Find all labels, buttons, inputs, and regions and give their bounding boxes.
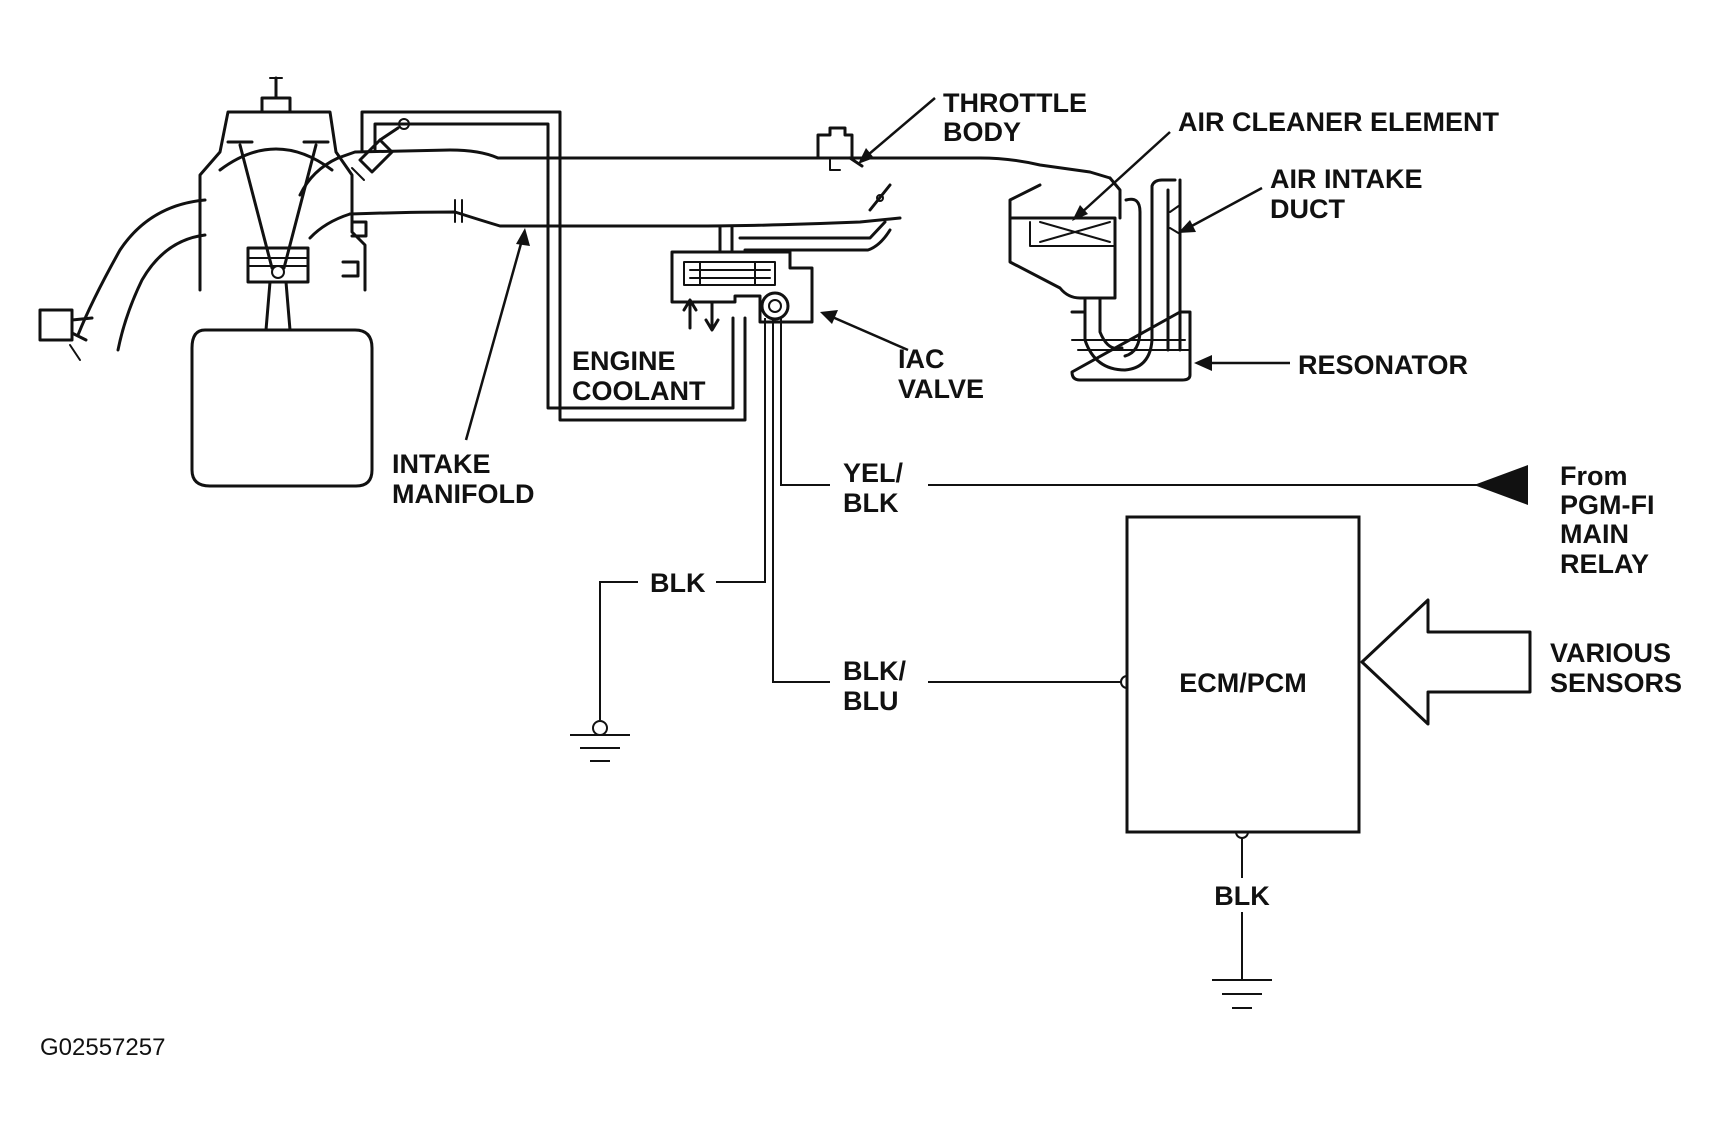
label-iac-valve-2: VALVE <box>898 374 984 404</box>
label-wire-yel-blk-2: BLK <box>843 488 899 518</box>
label-air-intake-duct-2: DUCT <box>1270 194 1345 224</box>
engine-assembly <box>38 76 374 488</box>
label-engine-coolant-1: ENGINE <box>572 346 676 376</box>
air-cleaner-housing <box>1008 176 1192 382</box>
ground-symbol-iac <box>570 720 630 762</box>
label-various-sensors-2: SENSORS <box>1550 668 1682 698</box>
label-iac-valve-1: IAC <box>898 344 945 374</box>
coolant-loop <box>360 110 747 422</box>
label-various-sensors-1: VARIOUS <box>1550 638 1671 668</box>
ecm-pcm-box <box>1125 515 1361 834</box>
relay-arrow-icon <box>1474 465 1528 505</box>
figure-code: G02557257 <box>40 1034 165 1061</box>
label-air-intake-duct-1: AIR INTAKE <box>1270 164 1423 194</box>
label-engine-coolant-2: COOLANT <box>572 376 706 406</box>
leader-arrows <box>464 97 1290 441</box>
label-wire-blk-iac: BLK <box>650 568 706 598</box>
label-wire-yel-blk-1: YEL/ <box>843 458 904 488</box>
label-from-relay-1: From <box>1560 461 1628 491</box>
throttle-body <box>816 126 892 212</box>
iac-valve <box>670 220 892 332</box>
ground-symbol-ecm <box>1212 979 1272 1009</box>
label-intake-manifold-2: MANIFOLD <box>392 479 534 509</box>
label-wire-blk-blu-1: BLK/ <box>843 656 906 686</box>
label-wire-blk-blu-2: BLU <box>843 686 899 716</box>
label-from-relay-3: MAIN <box>1560 519 1629 549</box>
intake-tube <box>298 118 1112 240</box>
label-resonator: RESONATOR <box>1298 350 1468 380</box>
label-intake-manifold-1: INTAKE <box>392 449 491 479</box>
label-air-cleaner-element: AIR CLEANER ELEMENT <box>1178 107 1500 137</box>
label-ecm-pcm: ECM/PCM <box>1179 668 1307 698</box>
wiring <box>599 318 1478 980</box>
label-throttle-body-2: BODY <box>943 117 1021 147</box>
label-from-relay-2: PGM-FI <box>1560 490 1655 520</box>
label-from-relay-4: RELAY <box>1560 549 1649 579</box>
label-wire-blk-ecm: BLK <box>1214 881 1270 911</box>
label-throttle-body-1: THROTTLE <box>943 88 1087 118</box>
sensors-input-arrow-icon <box>1360 598 1532 726</box>
